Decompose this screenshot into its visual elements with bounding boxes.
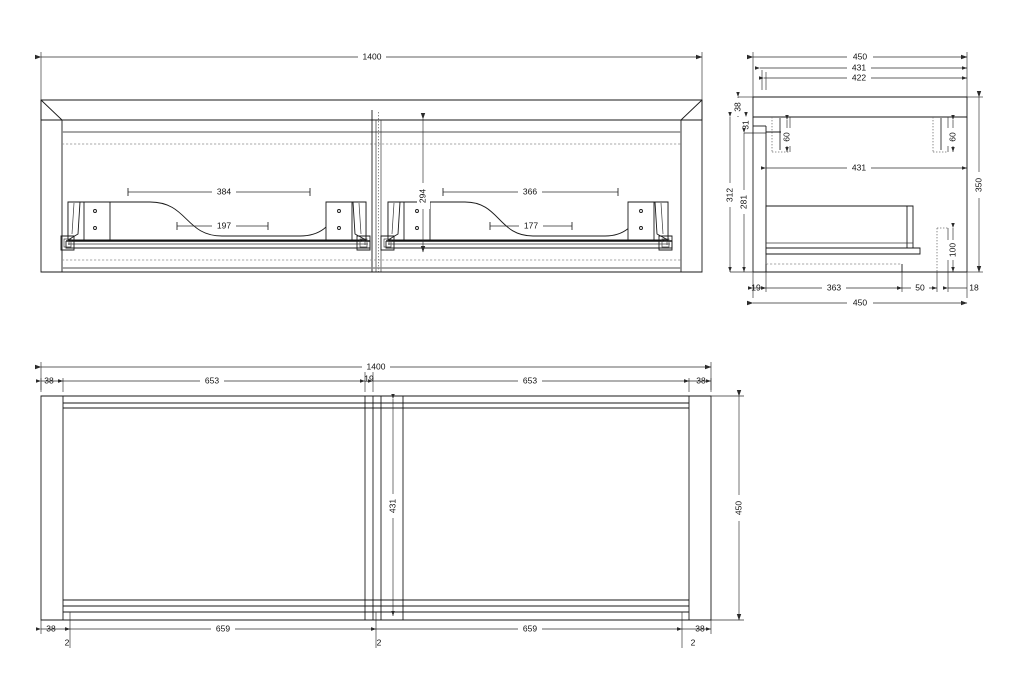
side-dim-350-label: 350 bbox=[973, 178, 983, 192]
side-dim-100-label: 100 bbox=[947, 243, 957, 257]
side-drawer-box bbox=[765, 205, 921, 255]
side-dim-19-label: 19 bbox=[751, 282, 761, 292]
side-dim-60-right-label: 60 bbox=[947, 132, 957, 142]
side-dim-38-label: 38 bbox=[732, 102, 742, 112]
side-dim-50-label: 50 bbox=[915, 282, 925, 292]
plan-dim-653-r-label: 653 bbox=[523, 375, 537, 385]
front-dim-177: 177 bbox=[489, 220, 573, 232]
front-dim-384-label: 384 bbox=[217, 186, 231, 196]
front-drawer-left bbox=[60, 201, 371, 251]
plan-dim-653-l-label: 653 bbox=[205, 375, 219, 385]
side-bottom-hidden bbox=[765, 263, 903, 272]
plan-dim-431-label: 431 bbox=[387, 499, 397, 513]
side-dim-38: 38 bbox=[732, 91, 753, 118]
side-dim-281: 281 bbox=[738, 127, 766, 273]
side-dim-bottom-chain: 19 363 50 18 bbox=[747, 272, 979, 298]
front-dim-294-label: 294 bbox=[417, 189, 427, 203]
side-dim-312-label: 312 bbox=[724, 188, 734, 202]
plan-dim-38-bl-label: 38 bbox=[46, 623, 56, 633]
front-dim-366-label: 366 bbox=[523, 186, 537, 196]
side-dim-350: 350 bbox=[967, 91, 986, 273]
side-dim-422-label: 422 bbox=[852, 72, 866, 82]
side-dim-422: 422 bbox=[758, 70, 968, 90]
plan-dim-450-label: 450 bbox=[733, 501, 743, 515]
side-section-view: 450 431 422 bbox=[724, 50, 986, 310]
front-dim-197-label: 197 bbox=[217, 220, 231, 230]
side-bottom-right-rail: 100 bbox=[936, 222, 959, 273]
front-top-rail-band bbox=[62, 131, 681, 145]
side-dim-450-top-label: 450 bbox=[853, 51, 867, 61]
front-dim-384: 384 bbox=[127, 186, 311, 198]
plan-view: 1400 38 653 19 653 38 bbox=[35, 361, 746, 648]
side-dim-60-left-label: 60 bbox=[781, 132, 791, 142]
side-dim-431-mid-label: 431 bbox=[852, 162, 866, 172]
plan-dim-19-label: 19 bbox=[364, 373, 374, 383]
plan-dim-2-center-label: 2 bbox=[377, 637, 382, 647]
plan-dim-450: 450 bbox=[711, 390, 746, 621]
side-dim-312: 312 bbox=[724, 111, 753, 273]
front-drawer-right bbox=[380, 201, 673, 251]
front-dim-1400-label: 1400 bbox=[363, 51, 382, 61]
plan-cabinet-body bbox=[40, 395, 712, 621]
front-dim-366: 366 bbox=[442, 186, 619, 198]
plan-dim-bottom-chain: 38 659 659 38 2 2 2 bbox=[35, 612, 712, 648]
side-dim-431-mid: 431 bbox=[760, 162, 968, 174]
side-right-hinge-detail: 60 bbox=[932, 114, 959, 153]
side-dim-450-top: 450 bbox=[747, 50, 968, 100]
side-dim-450-bottom-label: 450 bbox=[853, 297, 867, 307]
plan-dim-38-tl-label: 38 bbox=[44, 375, 54, 385]
side-left-hinge-detail: 60 bbox=[766, 114, 793, 153]
front-elevation-view: 1400 bbox=[35, 50, 703, 273]
front-dim-177-label: 177 bbox=[524, 220, 538, 230]
side-dim-31: 31 bbox=[740, 111, 752, 134]
side-dim-431-top: 431 bbox=[754, 62, 968, 74]
plan-dim-2-right-label: 2 bbox=[691, 637, 696, 647]
front-countertop bbox=[40, 99, 703, 121]
plan-dim-2-left-label: 2 bbox=[65, 637, 70, 647]
side-dim-450-bottom: 450 bbox=[747, 297, 968, 310]
plan-dim-top-chain: 38 653 19 653 38 bbox=[35, 372, 712, 392]
plan-dim-1400-label: 1400 bbox=[367, 361, 386, 371]
side-dim-31-label: 31 bbox=[740, 120, 750, 130]
side-dim-281-label: 281 bbox=[738, 195, 748, 209]
side-dim-431-top-label: 431 bbox=[852, 62, 866, 72]
front-dim-197: 197 bbox=[176, 220, 269, 232]
front-base-plinth bbox=[41, 259, 702, 273]
plan-dim-659-r-label: 659 bbox=[523, 623, 537, 633]
side-dim-18-label: 18 bbox=[969, 282, 979, 292]
side-dim-363-label: 363 bbox=[827, 282, 841, 292]
front-dim-1400: 1400 bbox=[35, 50, 703, 100]
plan-dim-38-br-label: 38 bbox=[695, 623, 705, 633]
plan-dim-38-tr-label: 38 bbox=[696, 375, 706, 385]
side-carcass-body bbox=[752, 117, 968, 273]
plan-dim-431: 431 bbox=[387, 393, 400, 617]
plan-dim-659-l-label: 659 bbox=[216, 623, 230, 633]
side-top-slab bbox=[752, 96, 968, 118]
front-dim-294: 294 bbox=[417, 113, 430, 253]
